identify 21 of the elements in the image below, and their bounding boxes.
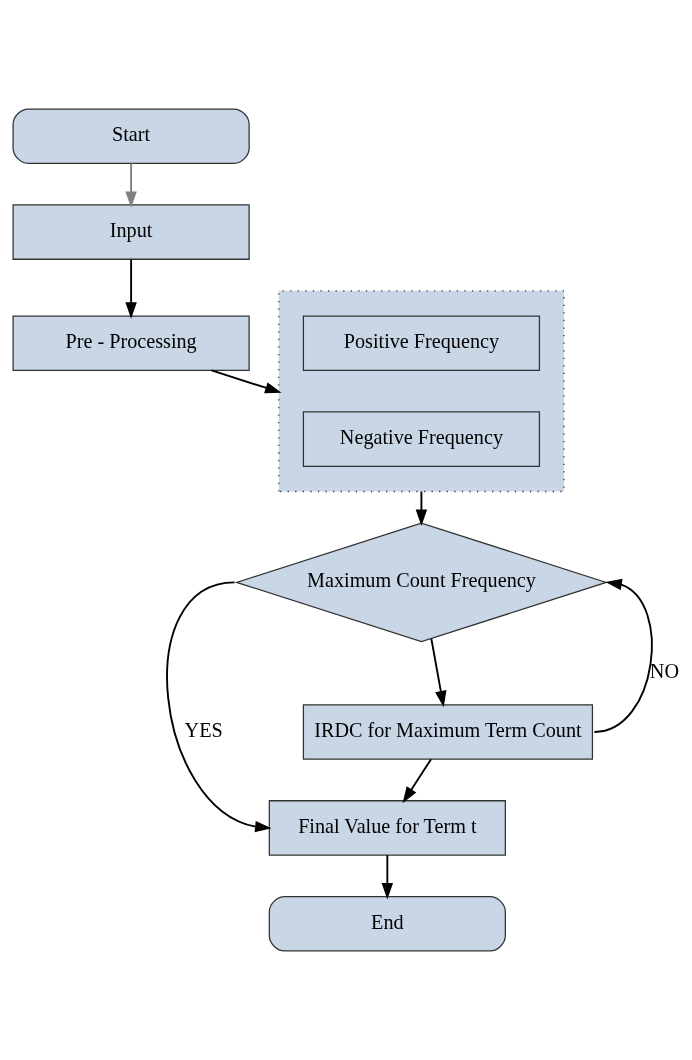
edge-label: YES (184, 718, 223, 741)
edge-label: NO (649, 660, 679, 683)
cluster (278, 290, 565, 493)
node-box: Final Value for Term t (268, 800, 506, 856)
arrow (402, 758, 432, 804)
node-box: End (268, 896, 506, 952)
arrow (381, 854, 394, 900)
node-box: Negative Frequency (302, 411, 541, 467)
arrow (593, 578, 653, 733)
node-box: Input (12, 204, 250, 260)
arrow (415, 490, 428, 526)
node-diamond: Maximum Count Frequency (234, 522, 609, 643)
arrow (166, 581, 272, 833)
node-box: Pre - Processing (12, 315, 250, 371)
arrow (125, 258, 137, 319)
node-box: Positive Frequency (302, 315, 541, 371)
arrow (125, 162, 137, 208)
arrow (210, 369, 282, 394)
node-box: IRDC for Maximum Term Count (302, 704, 594, 760)
arrow (430, 637, 447, 708)
node-box: Start (12, 108, 250, 164)
